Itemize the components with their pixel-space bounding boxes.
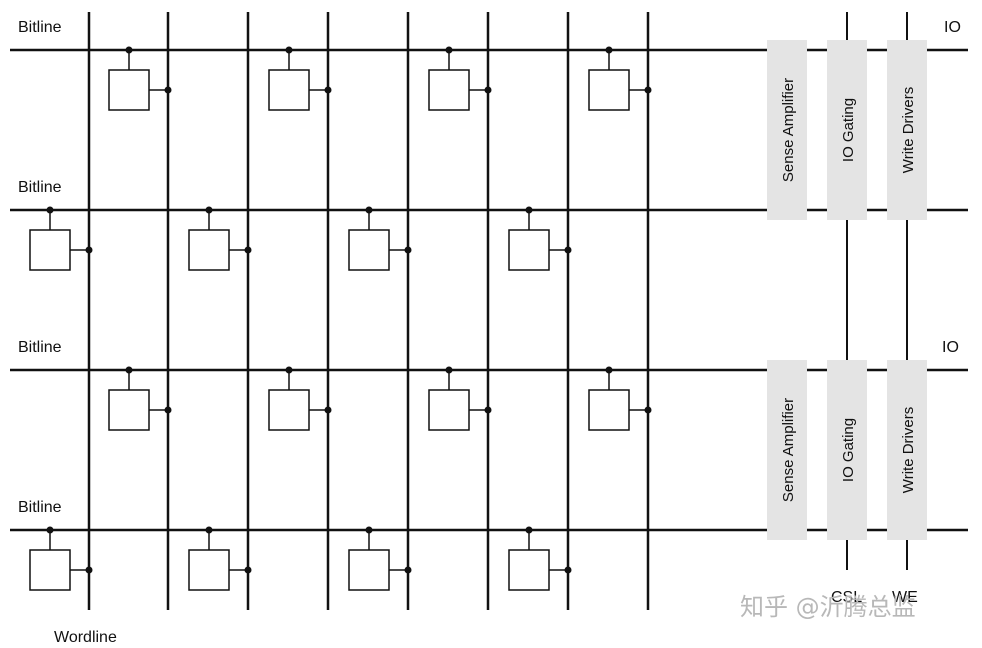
bitline-contact-dot [605, 366, 613, 374]
memory-cell [588, 46, 652, 111]
bitline-contact-dot [365, 206, 373, 214]
memory-cell-array [29, 46, 652, 591]
memory-cell [108, 366, 172, 431]
bitline-contact-dot [285, 46, 293, 54]
io-label: IO [942, 339, 959, 356]
wordline-contact-dot [484, 86, 492, 94]
bitline-contact-dot [445, 46, 453, 54]
memory-cell [268, 46, 332, 111]
wordline-contact-dot [85, 246, 93, 254]
wordline-contact-dot [324, 406, 332, 414]
wordline-contact-dot [164, 406, 172, 414]
wordline-contact-dot [484, 406, 492, 414]
we-label: WE [892, 589, 918, 606]
bitline-label: Bitline [18, 499, 62, 516]
wordline-contact-dot [644, 86, 652, 94]
bitline-contact-dot [46, 526, 54, 534]
watermark: 知乎 @沂腾总监 [740, 593, 916, 621]
memory-cell [428, 366, 492, 431]
wordline-contact-dot [324, 86, 332, 94]
memory-cell [508, 206, 572, 271]
bitline-label: Bitline [18, 179, 62, 196]
write-drivers-label: Write Drivers [900, 87, 917, 173]
bitline-label: Bitline [18, 339, 62, 356]
memory-cell [348, 526, 412, 591]
io-label: IO [944, 19, 961, 36]
write-drivers-block [887, 360, 927, 540]
bitline-contact-dot [125, 366, 133, 374]
io-gating-label: IO Gating [840, 98, 857, 162]
wordline-contact-dot [644, 406, 652, 414]
memory-cell [29, 206, 93, 271]
bitline-contact-dot [445, 366, 453, 374]
wordline-label: Wordline [54, 629, 117, 646]
wordline-contact-dot [404, 566, 412, 574]
io-gating-block [827, 40, 867, 220]
bitline-label: Bitline [18, 19, 62, 36]
labels: Bitline Bitline Bitline Bitline IO IO Wo… [18, 19, 961, 646]
memory-cell [268, 366, 332, 431]
io-gating-label: IO Gating [840, 418, 857, 482]
peripheral-blocks-bottom: Sense Amplifier IO Gating Write Drivers [767, 360, 927, 540]
memory-cell [508, 526, 572, 591]
bitline-contact-dot [285, 366, 293, 374]
memory-cell [108, 46, 172, 111]
sense-amplifier-block [767, 360, 807, 540]
memory-cell [188, 526, 252, 591]
sense-amplifier-label: Sense Amplifier [780, 78, 797, 182]
wordline-contact-dot [244, 246, 252, 254]
bitline-contact-dot [525, 206, 533, 214]
wordline-contact-dot [244, 566, 252, 574]
wordline-contact-dot [85, 566, 93, 574]
wordline-contact-dot [164, 86, 172, 94]
wordline-group [87, 12, 650, 610]
bitline-contact-dot [125, 46, 133, 54]
bitline-contact-dot [365, 526, 373, 534]
peripheral-blocks-top: Sense Amplifier IO Gating Write Drivers [767, 40, 927, 220]
io-gating-block [827, 360, 867, 540]
sense-amplifier-block [767, 40, 807, 220]
bitline-contact-dot [46, 206, 54, 214]
memory-cell [588, 366, 652, 431]
memory-cell [428, 46, 492, 111]
wordline-contact-dot [564, 566, 572, 574]
wordline-contact-dot [564, 246, 572, 254]
write-drivers-label: Write Drivers [900, 407, 917, 493]
write-drivers-block [887, 40, 927, 220]
bitline-contact-dot [525, 526, 533, 534]
bitline-contact-dot [205, 526, 213, 534]
bitline-contact-dot [605, 46, 613, 54]
wordline-contact-dot [404, 246, 412, 254]
memory-cell [188, 206, 252, 271]
bitline-group [10, 48, 968, 532]
bitline-contact-dot [205, 206, 213, 214]
memory-cell [29, 526, 93, 591]
sense-amplifier-label: Sense Amplifier [780, 398, 797, 502]
memory-cell [348, 206, 412, 271]
csl-label: CSL [831, 589, 862, 606]
